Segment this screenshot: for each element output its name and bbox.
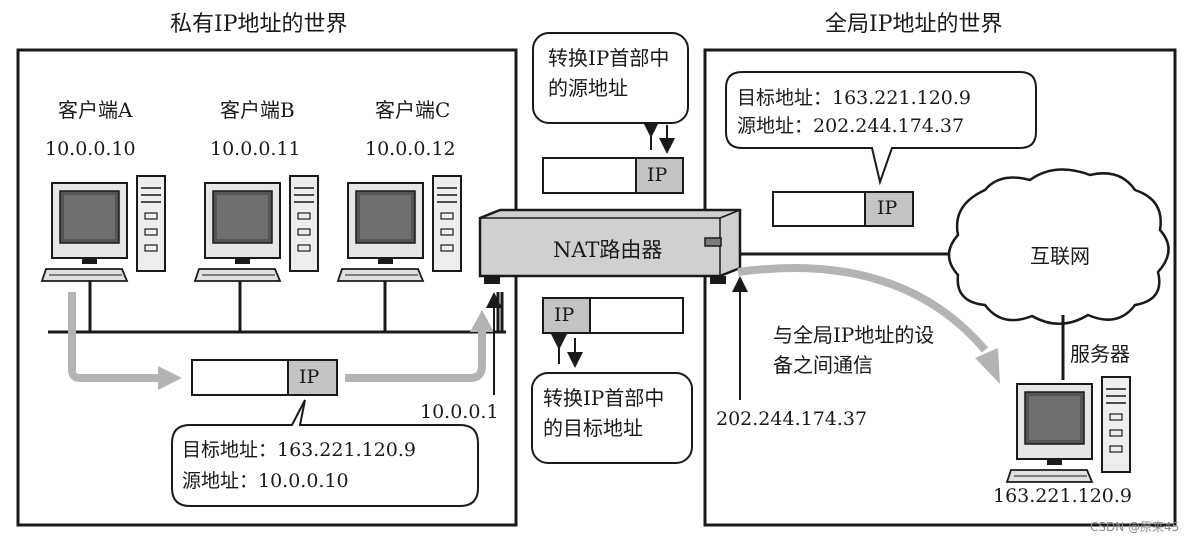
global-world-title: 全局IP地址的世界 <box>825 12 1003 37</box>
server-ip: 163.221.120.9 <box>993 485 1133 507</box>
client-a-computer <box>41 175 166 282</box>
client-c-ip: 10.0.0.12 <box>365 138 456 160</box>
top-note-bubble <box>532 32 689 124</box>
client-a-label: 客户端A <box>58 98 133 122</box>
client-c-label: 客户端C <box>375 98 451 122</box>
top-packet-ip-label: IP <box>647 164 668 186</box>
global-packet-ip-label: IP <box>877 197 898 219</box>
lan-packet-ip-label: IP <box>299 366 320 388</box>
left-info-bubble <box>171 399 479 507</box>
server-label: 服务器 <box>1070 342 1130 366</box>
client-a-ip: 10.0.0.10 <box>45 138 136 160</box>
internet-cloud <box>947 168 1170 325</box>
bottom-packet-ip-label: IP <box>554 304 575 326</box>
router-private-ip: 10.0.0.1 <box>420 401 499 423</box>
router-label: NAT路由器 <box>553 238 663 262</box>
bottom-note-text: 转换IP首部中的目标地址 <box>543 386 665 440</box>
router-global-ip: 202.244.174.37 <box>716 408 868 430</box>
private-world-frame <box>16 48 518 527</box>
bottom-note-bubble <box>531 372 693 464</box>
client-b-computer <box>194 175 319 282</box>
left-info-src: 源地址：10.0.0.10 <box>182 470 349 492</box>
lan-flow-arrow <box>68 292 160 382</box>
right-info-bubble <box>725 71 1037 186</box>
right-info-dest: 目标地址：163.221.120.9 <box>737 87 972 109</box>
server-computer <box>1006 376 1131 483</box>
private-world-title: 私有IP地址的世界 <box>170 12 348 37</box>
communicate-note: 与全局IP地址的设备之间通信 <box>773 323 935 377</box>
client-b-ip: 10.0.0.11 <box>210 138 301 160</box>
left-info-dest: 目标地址：163.221.120.9 <box>182 439 417 461</box>
watermark: CSDN @原来45 <box>1090 520 1180 534</box>
nat-router-device <box>478 208 742 284</box>
right-info-src: 源地址：202.244.174.37 <box>737 115 965 137</box>
global-world-frame <box>703 48 1177 527</box>
client-c-computer <box>337 175 462 282</box>
top-note-text: 转换IP首部中的源地址 <box>548 46 670 100</box>
internet-label: 互联网 <box>1030 244 1090 268</box>
global-flow-arrow <box>737 264 989 353</box>
client-b-label: 客户端B <box>220 98 295 122</box>
